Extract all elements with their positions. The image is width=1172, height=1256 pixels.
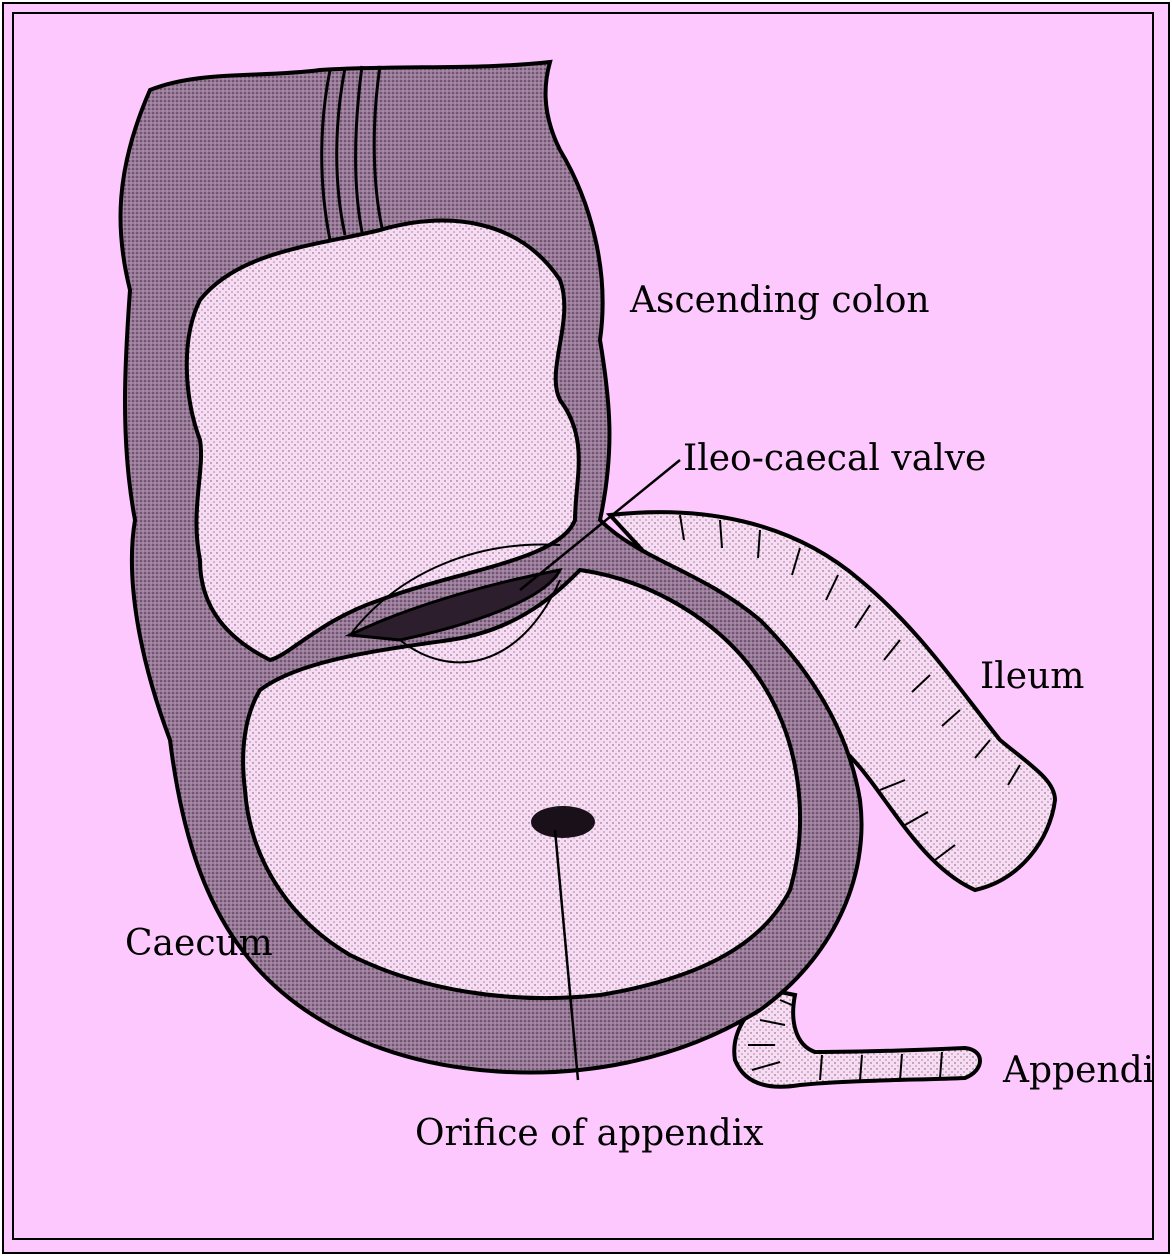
- label-appendix: Appendi: [1002, 1050, 1154, 1091]
- label-ileo-caecal-valve: Ileo-caecal valve: [683, 438, 986, 479]
- appendix-orifice: [531, 806, 595, 838]
- label-ileum: Ileum: [980, 656, 1084, 697]
- label-caecum: Caecum: [125, 923, 273, 964]
- label-orifice-of-appendix: Orifice of appendix: [415, 1113, 764, 1154]
- appendix-tube: [734, 990, 980, 1087]
- label-ascending-colon: Ascending colon: [629, 280, 930, 321]
